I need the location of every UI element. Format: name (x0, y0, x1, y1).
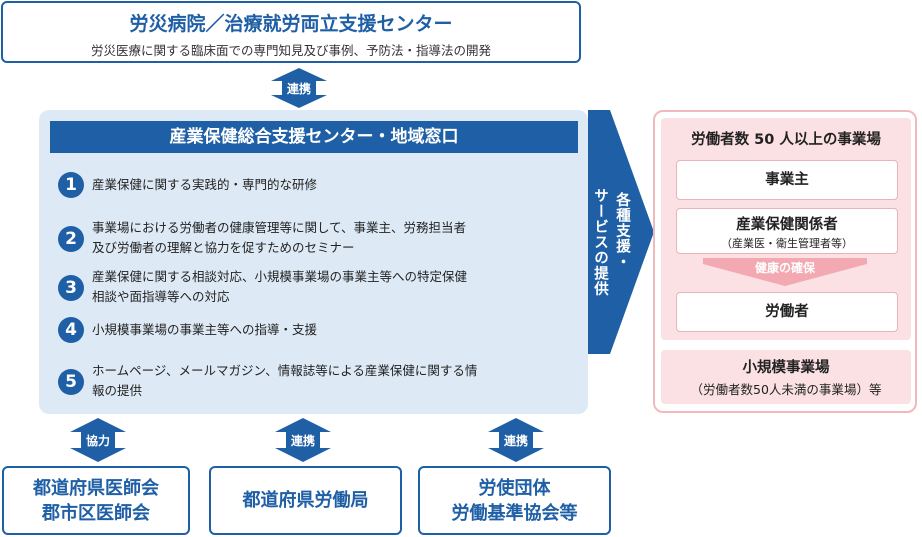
small-workplace-title: 小規模事業場 (742, 360, 830, 376)
bottom-left-link-label: 協力 (85, 434, 110, 448)
medical-association-municipal: 郡市区医師会 (42, 502, 150, 524)
list-item: 1 産業保健に関する実践的・専門的な研修 (58, 172, 573, 198)
item-number: 1 (58, 172, 84, 198)
rosai-hospital-title: 労災病院／治療就労両立支援センター (129, 13, 453, 35)
arrow-text-left: サービスの提供 (592, 188, 608, 297)
item-text: ホームページ、メールマガジン、情報誌等による産業保健に関する情 報の提供 (92, 361, 572, 401)
ohs-personnel-sub: （産業医・衛生管理者等） (721, 237, 853, 250)
rosai-hospital-box: 労災病院／治療就労両立支援センター 労災医療に関する臨床面での専門知見及び事例、… (1, 1, 581, 63)
rosai-hospital-subtitle: 労災医療に関する臨床面での専門知見及び事例、予防法・指導法の開発 (90, 43, 491, 58)
item-line: 相談や面指導等への対応 (92, 289, 230, 304)
medical-association-prefectural: 都道府県医師会 (33, 477, 159, 499)
item-line: 産業保健に関する実践的・専門的な研修 (92, 177, 318, 192)
small-workplace-box: 小規模事業場 （労働者数50人未満の事業場）等 (661, 350, 911, 404)
large-workplace-title: 労働者数 50 人以上の事業場 (691, 132, 881, 148)
list-item: 3 産業保健に関する相談対応、小規模事業場の事業主等への特定保健 相談や面指導等… (58, 267, 573, 311)
item-line: 事業場における労働者の健康管理等に関して、事業主、労務担当者 (92, 220, 467, 235)
labor-management-box: 労使団体 労働基準協会等 (418, 466, 611, 535)
item-text: 事業場における労働者の健康管理等に関して、事業主、労務担当者 及び労働者の理解と… (92, 218, 572, 258)
item-number: 4 (58, 317, 84, 343)
center-panel (39, 110, 588, 414)
item-line: 及び労働者の理解と協力を促すためのセミナー (92, 240, 355, 255)
list-item: 2 事業場における労働者の健康管理等に関して、事業主、労務担当者 及び労働者の理… (58, 218, 573, 262)
item-number: 3 (58, 275, 84, 301)
double-arrow-icon (488, 418, 544, 462)
worker-box: 労働者 (676, 292, 898, 332)
item-line: 産業保健に関する相談対応、小規模事業場の事業主等への特定保健 (92, 269, 468, 284)
ohs-personnel-title: 産業保健関係者 (736, 217, 838, 233)
item-line: 報の提供 (92, 383, 143, 398)
item-number: 5 (58, 369, 84, 395)
down-arrow-icon (703, 258, 867, 286)
center-header: 産業保健総合支援センター・地域窓口 (50, 121, 578, 153)
double-arrow-icon (70, 418, 126, 462)
list-item: 4 小規模事業場の事業主等への指導・支援 (58, 317, 573, 343)
labour-bureau-box: 都道府県労働局 (209, 466, 402, 535)
arrow-text-right: 各種支援・ (614, 192, 630, 270)
double-arrow-icon (271, 68, 327, 108)
item-line: ホームページ、メールマガジン、情報誌等による産業保健に関する情 (92, 363, 478, 378)
item-text: 産業保健に関する実践的・専門的な研修 (92, 175, 572, 195)
service-provision-arrow: 各種支援・ サービスの提供 (588, 110, 654, 354)
labor-management-label: 労使団体 (478, 477, 551, 499)
right-arrow-icon (588, 110, 654, 354)
item-text: 小規模事業場の事業主等への指導・支援 (92, 320, 572, 340)
labour-bureau-label: 都道府県労働局 (242, 490, 369, 511)
bottom-left-link-arrow: 協力 (63, 418, 133, 462)
employer-box: 事業主 (676, 160, 898, 200)
bottom-right-link-arrow: 連携 (481, 418, 551, 462)
medical-association-box: 都道府県医師会 郡市区医師会 (2, 466, 190, 535)
small-workplace-sub: （労働者数50人未満の事業場）等 (690, 382, 882, 397)
item-line: 小規模事業場の事業主等への指導・支援 (92, 322, 318, 337)
bottom-right-link-label: 連携 (503, 434, 528, 448)
list-item: 5 ホームページ、メールマガジン、情報誌等による産業保健に関する情 報の提供 (58, 361, 573, 405)
item-text: 産業保健に関する相談対応、小規模事業場の事業主等への特定保健 相談や面指導等への… (92, 267, 572, 307)
bottom-center-link-arrow: 連携 (268, 418, 338, 462)
item-number: 2 (58, 226, 84, 252)
double-arrow-icon (275, 418, 331, 462)
top-link-arrow: 連携 (264, 68, 334, 108)
top-link-label: 連携 (286, 82, 311, 96)
health-label: 健康の確保 (754, 261, 815, 275)
ohs-personnel-box: 産業保健関係者 （産業医・衛生管理者等） (676, 208, 898, 254)
labor-standards-association-label: 労働基準協会等 (451, 502, 578, 524)
health-arrow: 健康の確保 (703, 258, 867, 286)
bottom-center-link-label: 連携 (290, 434, 315, 448)
